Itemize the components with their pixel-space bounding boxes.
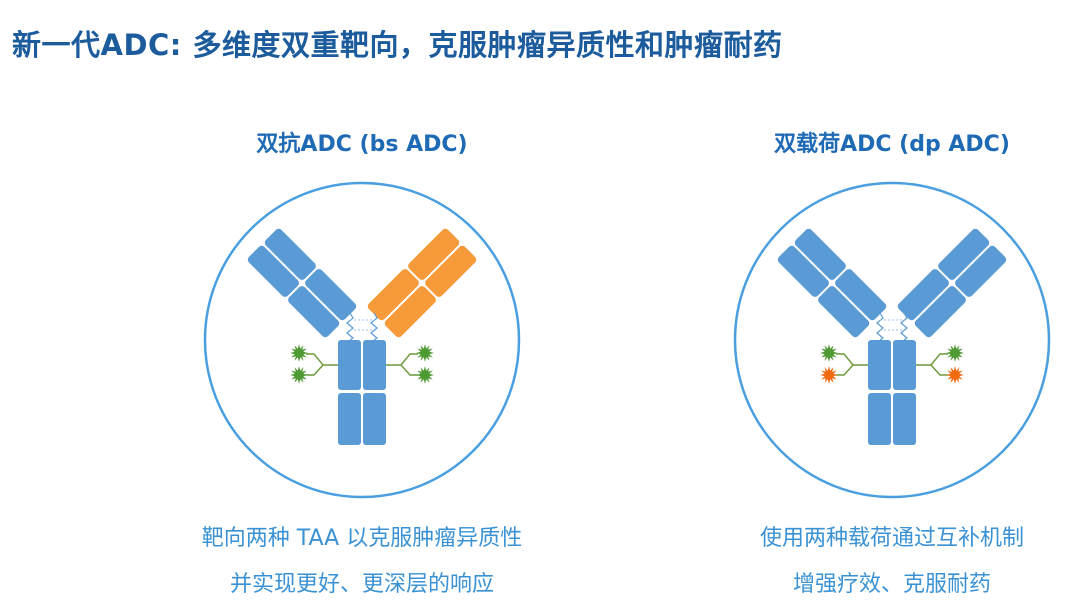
domain-block <box>425 245 477 297</box>
fc-block <box>893 393 916 445</box>
fc-block <box>363 340 386 390</box>
domain-block <box>955 245 1007 297</box>
antibody <box>247 228 477 445</box>
bs-adc-heading: 双抗ADC (bs ADC) <box>256 132 468 157</box>
panel-circle <box>733 181 1051 499</box>
hinge-disulfide <box>900 312 909 341</box>
bs-adc-caption-line1: 靶向两种 TAA 以克服肿瘤异质性 <box>201 526 523 551</box>
bs-adc-caption: 靶向两种 TAA 以克服肿瘤异质性 并实现更好、更深层的响应 <box>112 516 612 608</box>
domain-block <box>835 269 887 321</box>
payload-icon <box>946 344 964 362</box>
linker <box>306 353 338 376</box>
payload-icon <box>820 366 838 384</box>
fc-block <box>893 340 916 390</box>
hinge-disulfide <box>346 312 355 341</box>
slide-title: 新一代ADC: 多维度双重靶向，克服肿瘤异质性和肿瘤耐药 <box>12 28 783 62</box>
dp-adc-heading: 双载荷ADC (dp ADC) <box>774 132 1010 157</box>
hinge-disulfide <box>370 312 379 341</box>
fc-block <box>868 340 891 390</box>
linker <box>386 353 418 376</box>
domain-block <box>408 228 460 280</box>
payload-icon <box>416 366 434 384</box>
dp-adc-caption: 使用两种载荷通过互补机制 增强疗效、克服耐药 <box>642 516 1080 608</box>
dp-adc-caption-line1: 使用两种载荷通过互补机制 <box>759 526 1024 551</box>
domain-block <box>247 245 299 297</box>
linker <box>916 353 948 376</box>
panel-circle <box>203 181 521 499</box>
payload-icon <box>820 344 838 362</box>
antibody <box>777 228 1007 445</box>
domain-block <box>264 228 316 280</box>
domain-block <box>288 286 340 338</box>
left-arm <box>777 228 887 338</box>
payload-icon <box>946 366 964 384</box>
domain-block <box>914 286 966 338</box>
domain-block <box>794 228 846 280</box>
domain-block <box>818 286 870 338</box>
domain-block <box>384 286 436 338</box>
fc-block <box>363 393 386 445</box>
payload-icon <box>290 344 308 362</box>
right-arm <box>367 228 477 338</box>
right-arm <box>897 228 1007 338</box>
payload-icon <box>290 366 308 384</box>
domain-block <box>305 269 357 321</box>
fc-block <box>338 340 361 390</box>
domain-block <box>777 245 829 297</box>
bs-adc-caption-line2: 并实现更好、更深层的响应 <box>229 572 494 597</box>
fc-block <box>338 393 361 445</box>
left-arm <box>247 228 357 338</box>
linker <box>836 353 868 376</box>
fc-block <box>868 393 891 445</box>
dp-adc-caption-line2: 增强疗效、克服耐药 <box>792 572 991 597</box>
domain-block <box>367 269 419 321</box>
domain-block <box>938 228 990 280</box>
hinge-disulfide <box>876 312 885 341</box>
payload-icon <box>416 344 434 362</box>
domain-block <box>897 269 949 321</box>
